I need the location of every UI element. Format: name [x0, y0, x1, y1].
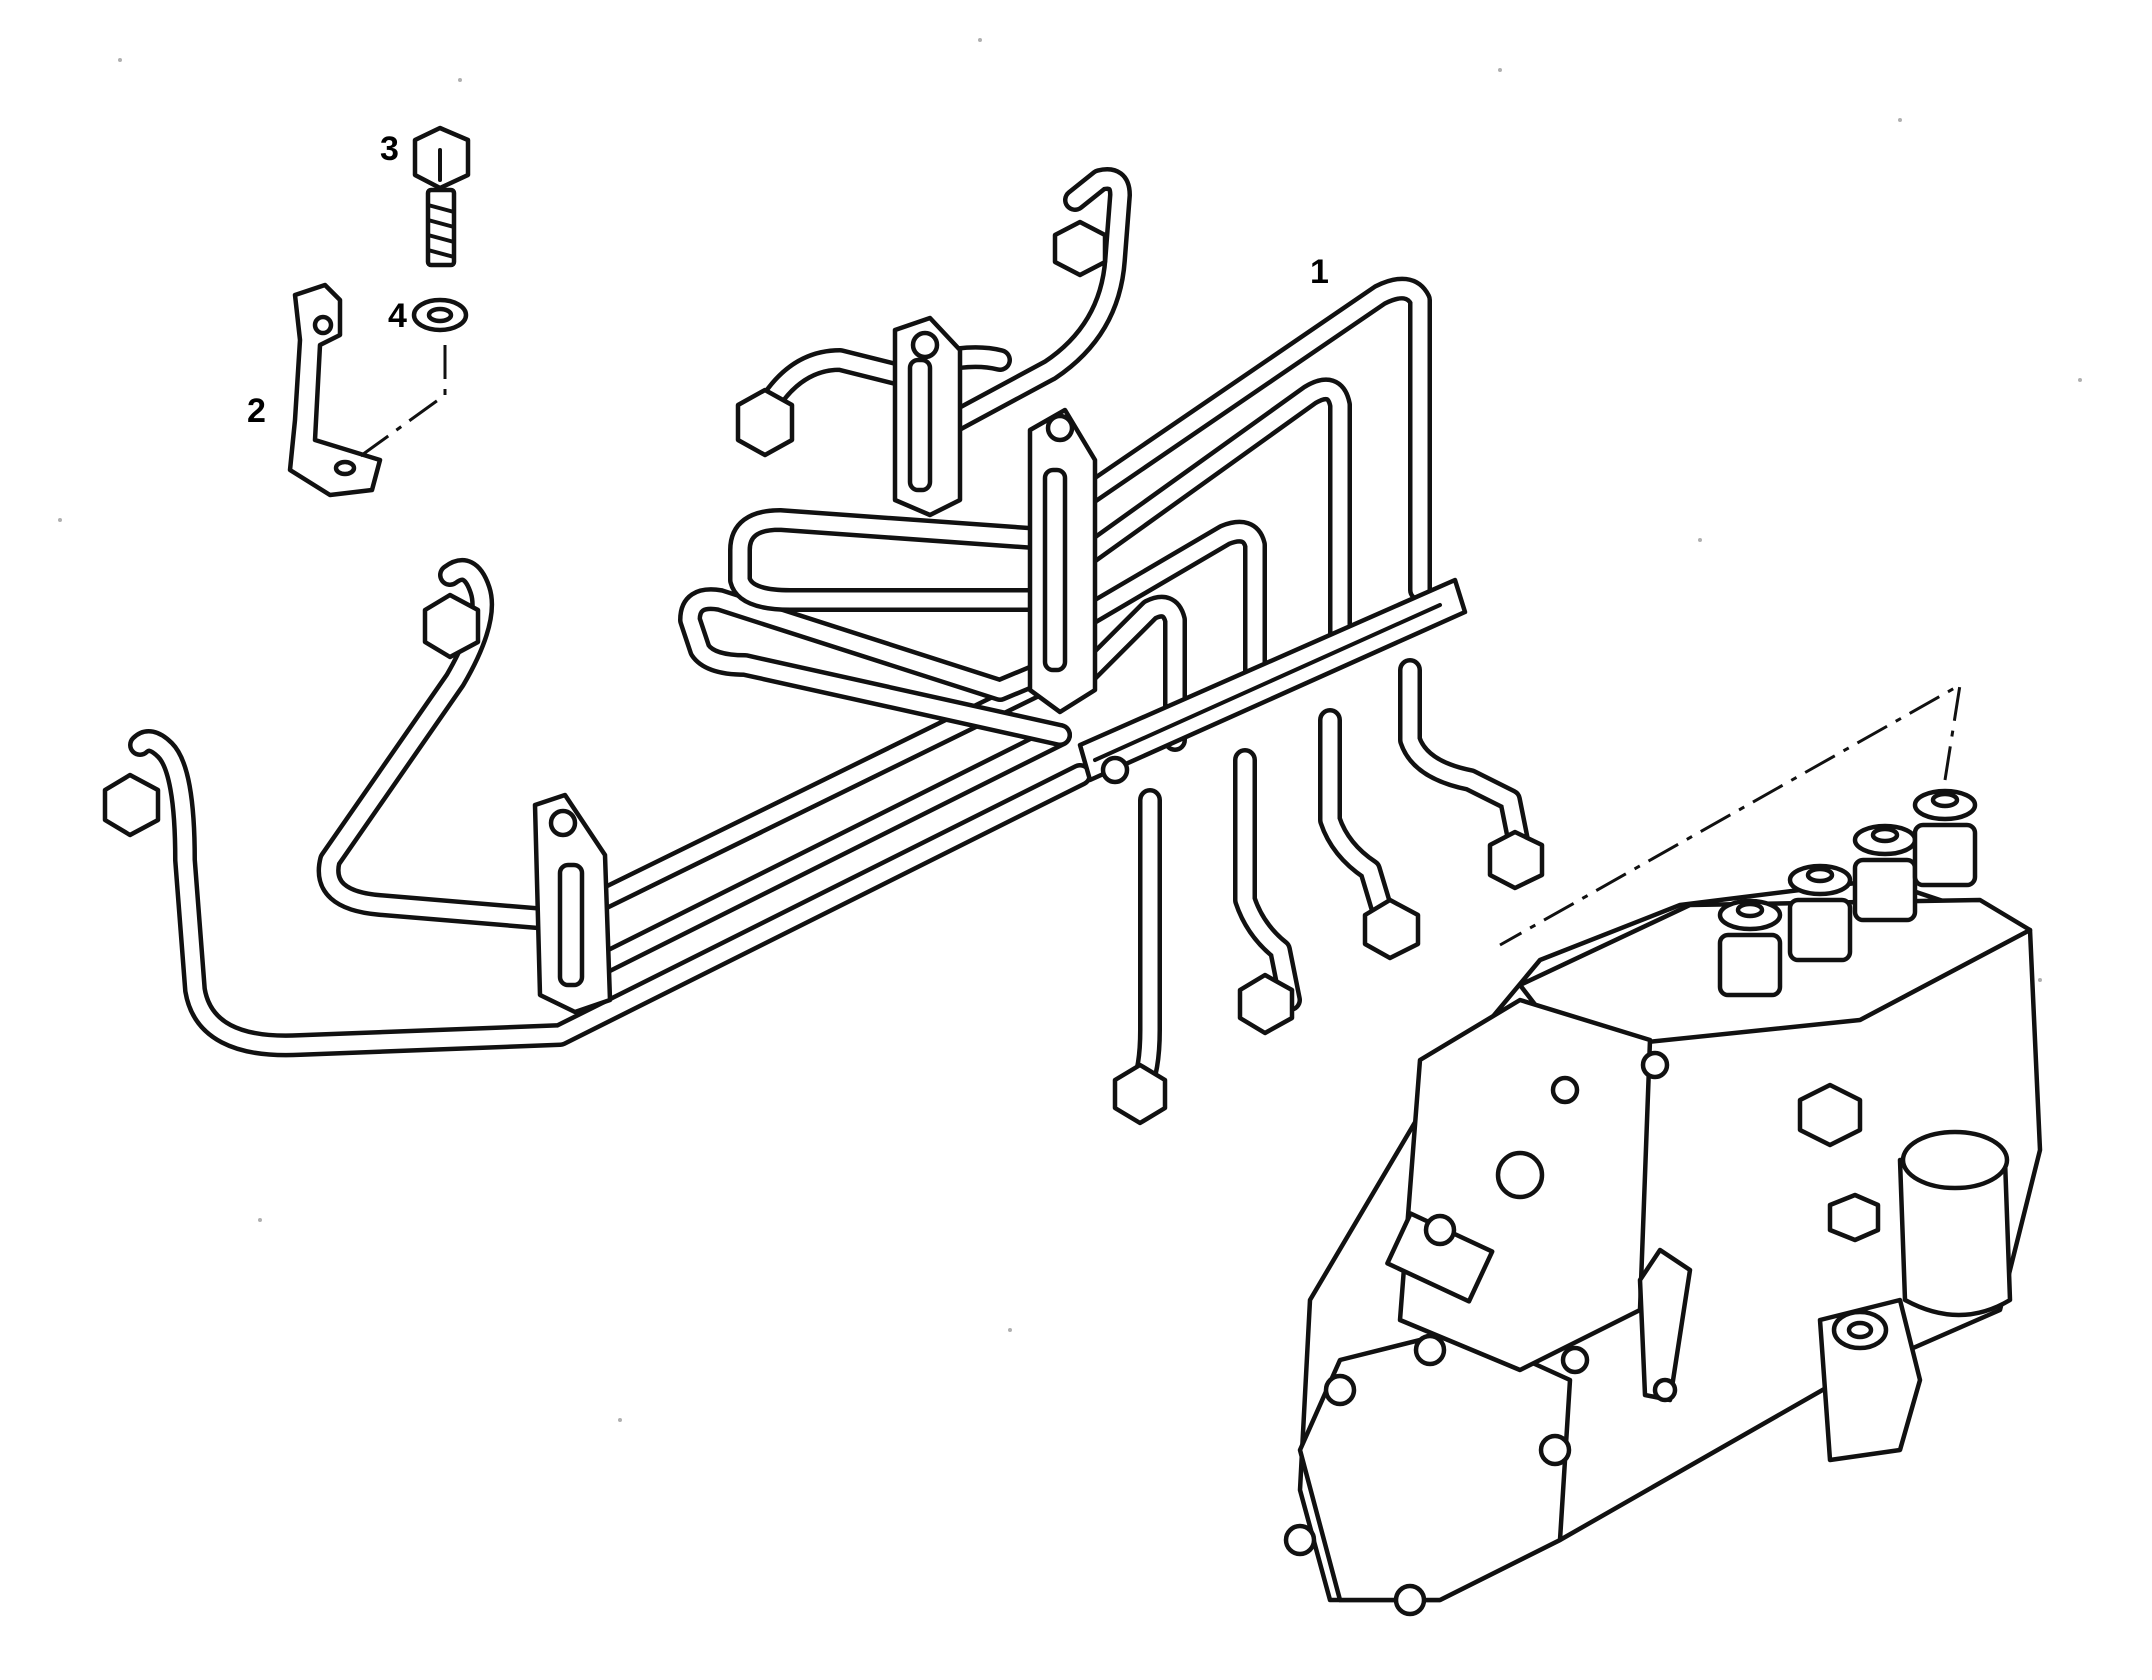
- nut-icon: [102, 772, 161, 838]
- delivery-valves: [1717, 788, 1978, 998]
- callout-2: 2: [247, 392, 266, 430]
- washer-item-4: [354, 297, 469, 462]
- injection-line-downpipes: [1128, 658, 1532, 1102]
- pipe-nuts: [102, 219, 1545, 1126]
- pipe-clamp-upper: [892, 315, 963, 518]
- bracket-item-2: [287, 282, 383, 498]
- injection-line-set: [102, 167, 1545, 1126]
- nut-icon: [1487, 829, 1545, 891]
- injection-line-c: [548, 723, 1072, 997]
- pipe-clamp-center: [1027, 407, 1098, 715]
- callout-3: 3: [380, 130, 399, 168]
- scan-texture: [58, 38, 2082, 1422]
- rail-bracket-rear: [1077, 577, 1468, 785]
- connection-leader-line: [1499, 682, 1962, 947]
- injection-line-g: [748, 345, 1012, 432]
- injection-line-b: [316, 558, 1092, 932]
- nut-icon: [1362, 897, 1421, 961]
- callout-1: 1: [1310, 253, 1329, 291]
- injection-pump: [1283, 788, 2043, 1617]
- injection-line-e: [728, 508, 1072, 612]
- nut-icon: [422, 592, 481, 660]
- callout-4: 4: [388, 297, 407, 335]
- injection-line-d: [678, 587, 1072, 747]
- nut-icon: [735, 387, 795, 458]
- nut-icon: [1112, 1062, 1168, 1126]
- pipe-clamp-lower: [532, 792, 613, 1015]
- nut-icon: [1237, 972, 1295, 1036]
- nut-icon: [1052, 219, 1108, 278]
- injection-line-a: [128, 729, 1092, 1058]
- injection-line-rails: [1068, 276, 1432, 752]
- bolt-item-3: [412, 125, 471, 268]
- injection-line-f: [908, 167, 1132, 452]
